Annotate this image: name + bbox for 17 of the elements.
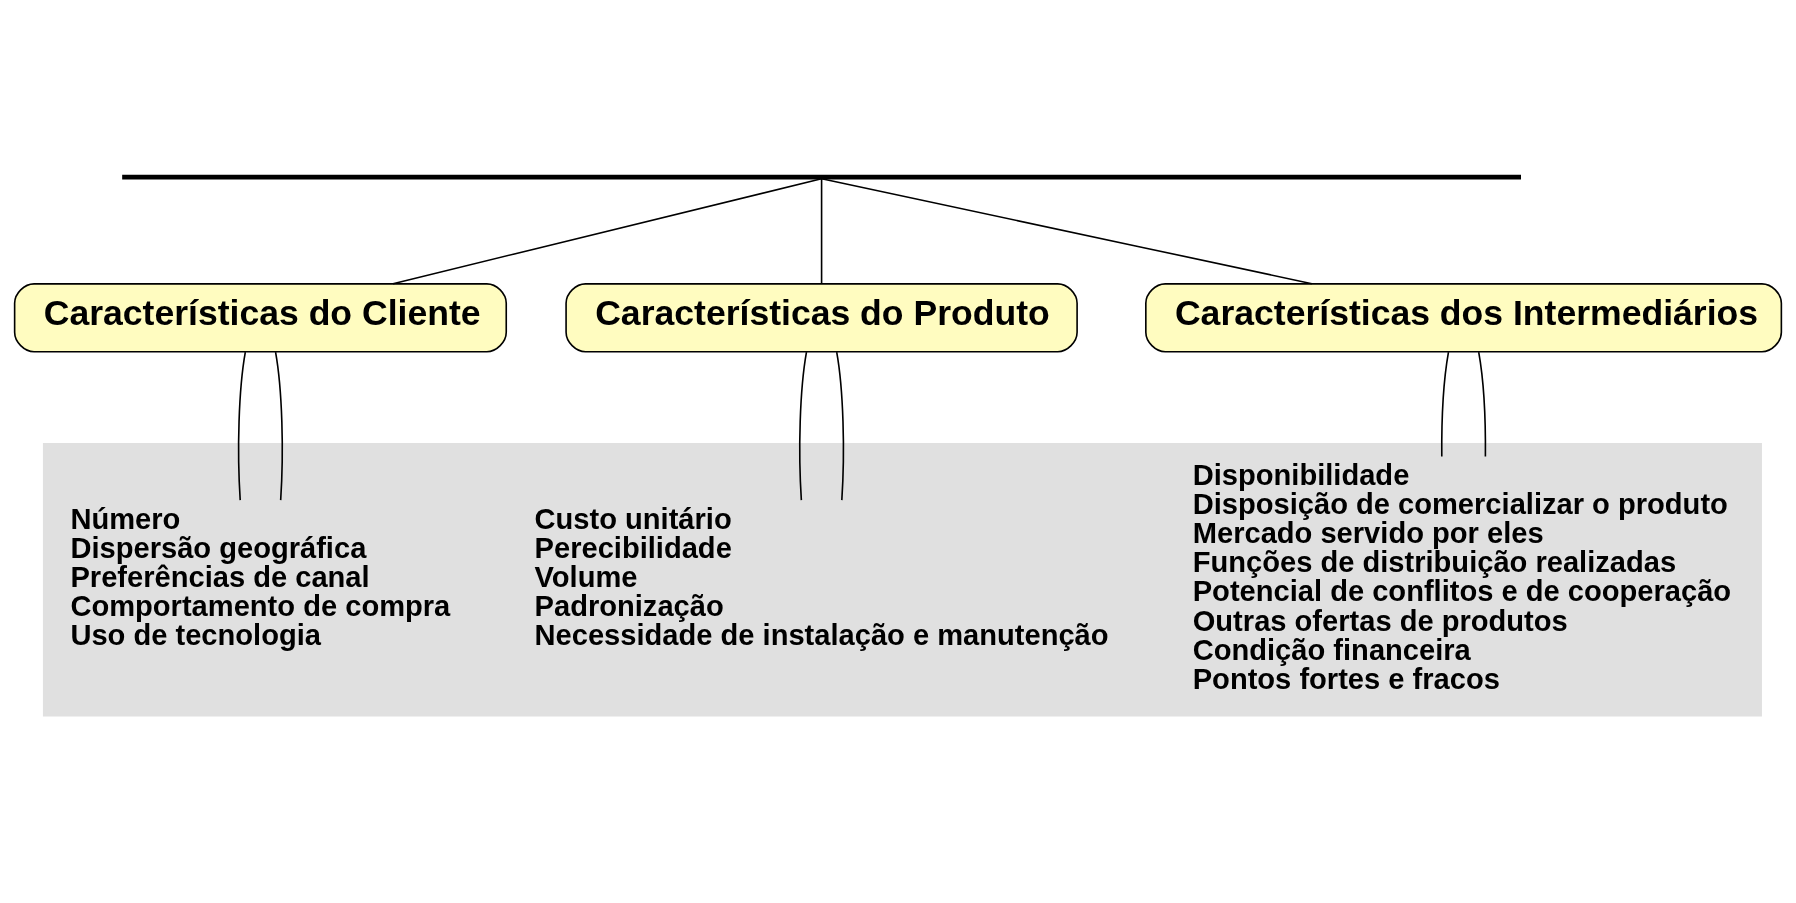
node-box: Características dos Intermediários [1145,282,1783,353]
connector [835,350,845,501]
node-text: Disponibilidade Disposição de comercializar o produto Mercado servido por eles Funções de distribuição realizadas Potencial de conflitos e de cooperação Outras ofertas de produtos Condição financeira Pontos fortes e fracos [1192,458,1732,695]
connector [820,177,1313,284]
node-box: Características do Cliente [13,282,508,353]
cluster [42,442,1762,716]
connector [1440,350,1450,457]
node-bar [122,174,1521,179]
connector [392,177,823,284]
node-box: Características do Produto [565,282,1078,353]
node-text: Número Dispersão geográfica Preferências de canal Comportamento de compra Uso de tecnologia [70,502,451,651]
connector [820,177,823,285]
connector [798,350,808,501]
connector [237,350,247,501]
connector [1477,350,1487,457]
node-text: Custo unitário Perecibilidade Volume Padronização Necessidade de instalação e manutenção [534,502,1109,651]
connector [274,350,284,501]
